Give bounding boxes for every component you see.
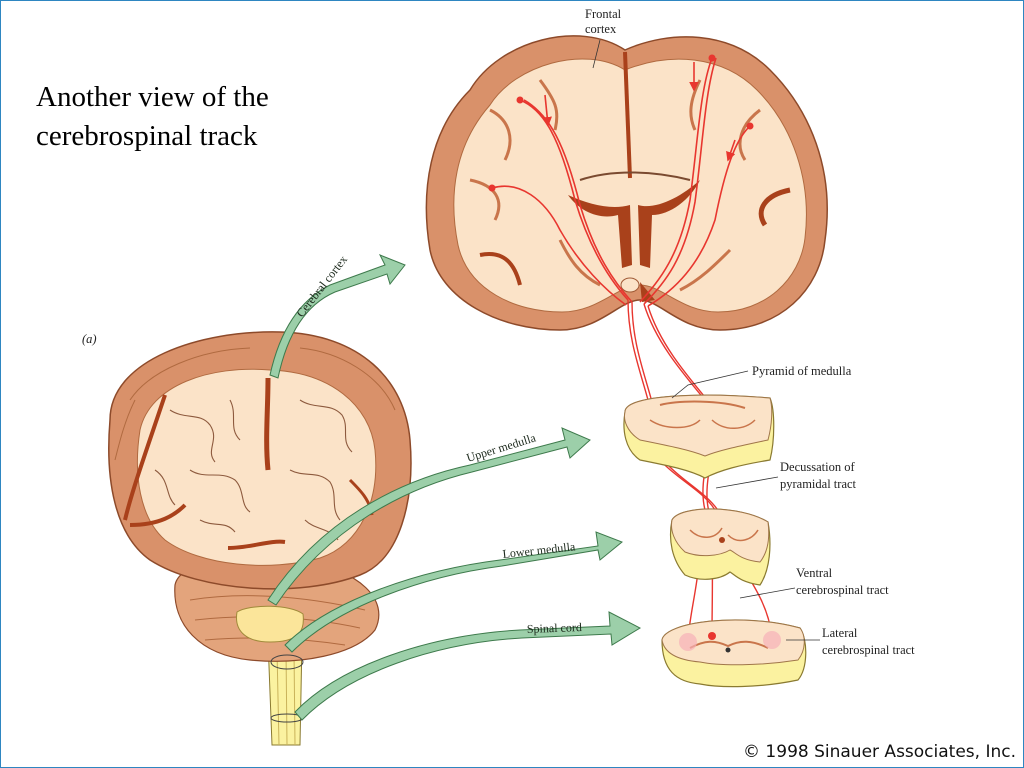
label-decussation-2: pyramidal tract [780, 477, 857, 491]
arrow-label-spinal-cord: Spinal cord [527, 620, 582, 636]
arrow-lower-medulla: Lower medulla [284, 531, 623, 653]
spinal-cord-section [661, 619, 807, 688]
label-lateral-2: cerebrospinal tract [822, 643, 915, 657]
label-pyramid-of-medulla: Pyramid of medulla [752, 364, 852, 378]
label-ventral-1: Ventral [796, 566, 833, 580]
arrow-spinal-cord: Spinal cord [294, 611, 642, 721]
whole-brain-illustration [108, 331, 412, 746]
label-frontal-cortex-1: Frontal [585, 7, 622, 21]
label-decussation-1: Decussation of [780, 460, 855, 474]
lower-medulla-section [669, 508, 771, 586]
label-frontal-cortex-2: cortex [585, 22, 617, 36]
slide-title-line-2: cerebrospinal track [36, 120, 258, 152]
leader-lines [592, 39, 820, 641]
slide-title: Another view of the cerebrospinal track [36, 78, 269, 156]
label-ventral-2: cerebrospinal tract [796, 583, 889, 597]
corticospinal-pathways [491, 57, 751, 307]
panel-label: (a) [82, 332, 97, 346]
coronal-brain-section [425, 35, 828, 331]
slide-title-line-1: Another view of the [36, 81, 269, 113]
copyright-notice: © 1998 Sinauer Associates, Inc. [743, 742, 1016, 762]
upper-medulla-section [623, 394, 775, 479]
label-lateral-1: Lateral [822, 626, 858, 640]
